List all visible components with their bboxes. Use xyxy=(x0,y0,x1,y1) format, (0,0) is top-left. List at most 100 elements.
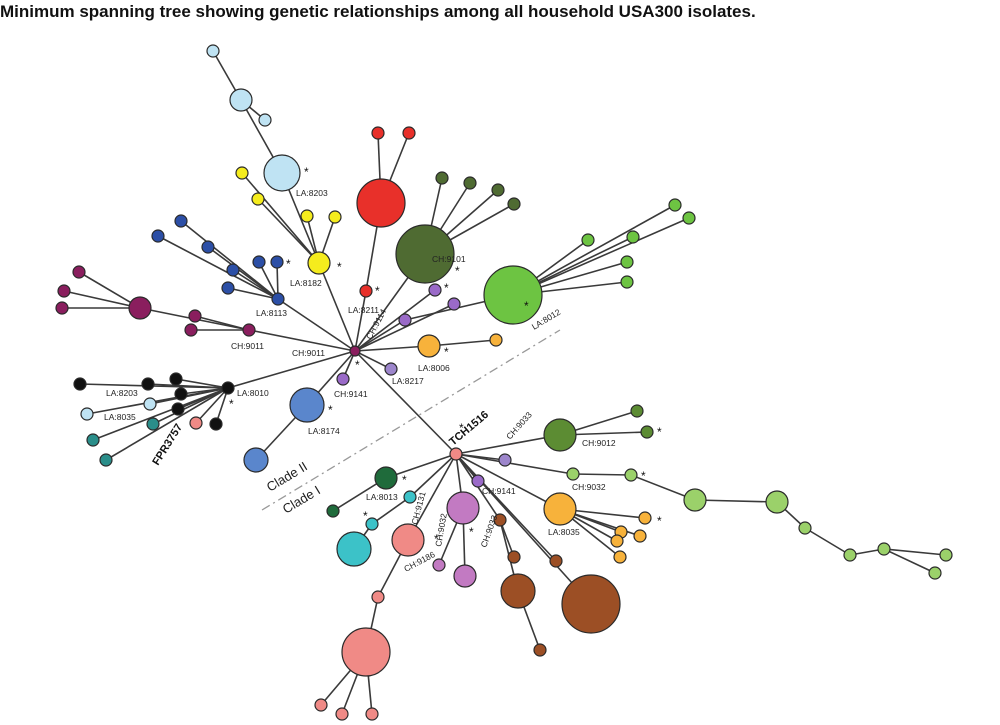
star-marker: * xyxy=(469,525,474,539)
node-sb1 xyxy=(289,387,325,423)
label-la8010: LA:8010 xyxy=(237,388,269,398)
node-or1 xyxy=(446,491,480,525)
star-marker: * xyxy=(657,514,662,528)
node-lbs2 xyxy=(80,407,94,421)
tree-edges xyxy=(62,50,947,715)
node-g5 xyxy=(620,255,634,269)
edge-og1-hubB xyxy=(455,434,561,455)
node-on4 xyxy=(613,550,627,564)
star-marker: * xyxy=(444,345,449,359)
label-ch9141-bot: CH:9141 xyxy=(482,486,516,496)
edge-m5-hubD xyxy=(194,315,250,331)
node-pl6 xyxy=(365,707,379,721)
node-g2 xyxy=(682,211,696,225)
node-t3 xyxy=(99,453,113,467)
edge-n8-hubA xyxy=(277,298,356,352)
node-og2 xyxy=(630,404,644,418)
star-marker: * xyxy=(375,284,380,298)
node-b4 xyxy=(174,387,188,401)
edge-lg2-lg1 xyxy=(572,473,632,476)
edge-lg8-lg7 xyxy=(883,548,947,556)
edge-c2-c1 xyxy=(371,496,411,525)
node-p4 xyxy=(336,372,350,386)
node-on1 xyxy=(543,492,577,526)
edge-n4-n8 xyxy=(232,269,279,300)
node-b6 xyxy=(209,417,223,431)
node-sb2 xyxy=(243,447,269,473)
label-ch9011-b: CH:9011 xyxy=(292,348,325,358)
node-dg2 xyxy=(463,176,477,190)
edge-m1-m4 xyxy=(78,271,141,309)
node-y4 xyxy=(328,210,342,224)
node-fg1 xyxy=(374,466,398,490)
edge-p3-hubA xyxy=(354,319,406,352)
node-lb3 xyxy=(258,113,272,127)
node-lv1 xyxy=(498,453,512,467)
edge-t1-hubC xyxy=(152,387,229,425)
star-marker: * xyxy=(641,469,646,483)
node-n6 xyxy=(270,255,284,269)
node-m5 xyxy=(188,309,202,323)
node-r1 xyxy=(371,126,385,140)
edge-y1-y5 xyxy=(241,172,320,264)
node-hubA xyxy=(349,345,361,357)
node-c3 xyxy=(336,531,372,567)
label-la8182: LA:8182 xyxy=(290,278,322,288)
label-la8113: LA:8113 xyxy=(256,308,287,318)
node-m2 xyxy=(57,284,71,298)
edge-n2-n8 xyxy=(157,235,279,300)
node-pk1 xyxy=(189,416,203,430)
label-la8035-right: LA:8035 xyxy=(548,527,580,537)
node-lg8 xyxy=(939,548,953,562)
node-r3 xyxy=(356,178,406,228)
label-la8174: LA:8174 xyxy=(308,426,340,436)
node-pl3 xyxy=(341,627,391,677)
node-lg7 xyxy=(877,542,891,556)
node-og1 xyxy=(543,418,577,452)
edge-b2-hubC xyxy=(147,383,229,389)
node-m4 xyxy=(128,296,152,320)
node-on5 xyxy=(638,511,652,525)
node-n3 xyxy=(201,240,215,254)
node-lg1 xyxy=(566,467,580,481)
node-pl5 xyxy=(335,707,349,721)
node-on3 xyxy=(610,534,624,548)
node-g6 xyxy=(620,275,634,289)
node-n4 xyxy=(226,263,240,277)
node-lb1 xyxy=(206,44,220,58)
node-y2 xyxy=(251,192,265,206)
label-la8006: LA:8006 xyxy=(418,363,450,373)
label-la8203-top: LA:8203 xyxy=(296,188,328,198)
node-br3 xyxy=(500,573,536,609)
edge-hubD-hubA xyxy=(248,329,356,352)
edge-y2-y5 xyxy=(257,198,320,264)
node-c2 xyxy=(365,517,379,531)
edge-p1-hubA xyxy=(354,289,436,352)
node-lg6 xyxy=(843,548,857,562)
star-marker: * xyxy=(524,299,529,313)
star-marker: * xyxy=(459,421,464,435)
node-lg2 xyxy=(624,468,638,482)
edge-o1-hubA xyxy=(354,345,430,352)
edge-on1-hubB xyxy=(455,453,561,510)
star-marker: * xyxy=(304,165,309,179)
edge-c1-hubB xyxy=(409,453,457,498)
node-pl4 xyxy=(314,698,328,712)
star-marker: * xyxy=(337,260,342,274)
edge-lbs2-hubC xyxy=(86,387,229,415)
edge-n5-n8 xyxy=(258,261,279,300)
node-n1 xyxy=(174,214,188,228)
star-marker: * xyxy=(434,532,439,546)
node-or3 xyxy=(453,564,477,588)
node-or2 xyxy=(432,558,446,572)
node-br6 xyxy=(561,574,621,634)
label-la8203-left: LA:8203 xyxy=(106,388,138,398)
node-p3 xyxy=(398,313,412,327)
node-lb4 xyxy=(263,154,301,192)
clade-divider-line xyxy=(261,329,561,511)
edge-n7-n8 xyxy=(227,287,279,300)
node-p5 xyxy=(384,362,398,376)
edge-lg4-lg3 xyxy=(694,499,778,503)
star-marker: * xyxy=(328,403,333,417)
